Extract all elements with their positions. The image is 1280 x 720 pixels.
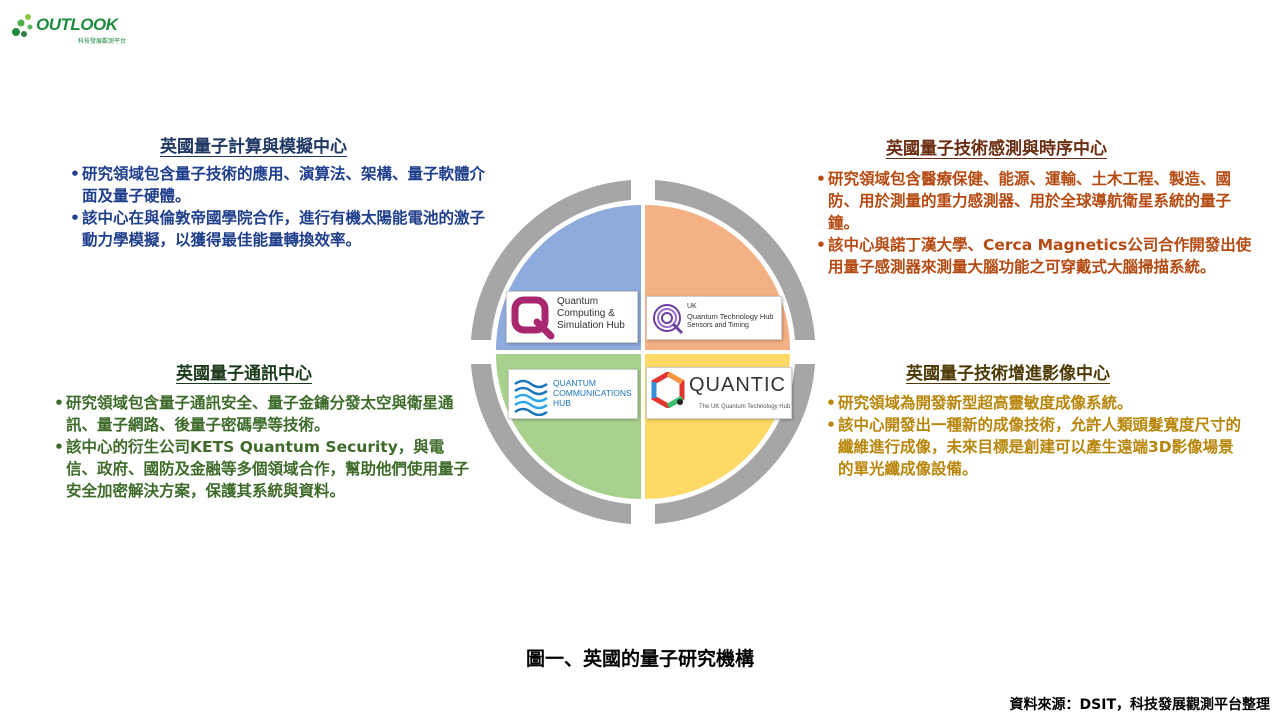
- sensing-hub-bullet-1: 研究領域包含醫療保健、能源、運輸、土木工程、製造、國防、用於測量的重力感測器、用…: [816, 168, 1256, 234]
- computing-hub-bullets: 研究領域包含量子技術的應用、演算法、架構、量子軟體介面及量子硬體。 該中心在與倫…: [70, 163, 490, 251]
- computing-hub-bullet-1: 研究領域包含量子技術的應用、演算法、架構、量子軟體介面及量子硬體。: [70, 163, 490, 207]
- communications-hub-title: 英國量子通訊中心: [176, 364, 312, 384]
- logo-subtitle: 科技發展觀測平台: [78, 38, 127, 45]
- computing-hub-title: 英國量子計算與模擬中心: [160, 137, 347, 157]
- computing-hub-bullet-2: 該中心在與倫敦帝國學院合作，進行有機太陽能電池的激子動力學模擬，以獲得最佳能量轉…: [70, 207, 490, 251]
- ring-arc-top-right: [655, 180, 815, 340]
- outlook-logo: OUTLOOK 科技發展觀測平台: [10, 8, 130, 45]
- communications-hub-bullet-2: 該中心的衍生公司KETS Quantum Security，與電信、政府、國防及…: [54, 436, 474, 502]
- sensing-hub-bullet-2: 該中心與諾丁漢大學、Cerca Magnetics公司合作開發出使用量子感測器來…: [816, 234, 1256, 278]
- wave-icon: [514, 379, 548, 416]
- figure-caption: 圖一、英國的量子研究機構: [525, 648, 754, 670]
- sensing-hub-logo-line-2: Quantum Technology Hub: [687, 312, 774, 321]
- imaging-hub-logo-tagline: The UK Quantum Technology Hub: [699, 404, 791, 410]
- computing-hub-logo-line-3: Simulation Hub: [557, 320, 625, 331]
- imaging-hub-logo-name: QUANTIC: [689, 374, 786, 396]
- q-letter-icon: [511, 296, 555, 340]
- quadrant-circle-diagram: [471, 180, 815, 524]
- source-note: 資料來源：DSIT，科技發展觀測平台整理: [1009, 697, 1270, 713]
- ring-arc-bottom-left: [471, 364, 631, 524]
- logo-wordmark: OUTLOOK: [36, 15, 118, 34]
- communications-hub-logo-line-2: COMMUNICATIONS: [553, 388, 632, 398]
- communications-hub-bullets: 研究領域包含量子通訊安全、量子金鑰分發太空與衛星通訊、量子網路、後量子密碼學等技…: [54, 392, 474, 502]
- imaging-hub-logo: QUANTIC The UK Quantum Technology Hub: [646, 367, 792, 419]
- imaging-hub-bullet-2: 該中心開發出一種新的成像技術，允許人類頭髮寬度尺寸的纖維進行成像，未來目標是創建…: [826, 414, 1246, 480]
- imaging-hub-bullets: 研究領域為開發新型超高靈敏度成像系統。 該中心開發出一種新的成像技術，允許人類頭…: [826, 392, 1246, 480]
- ring-arc-left: [471, 180, 631, 340]
- computing-hub-logo-line-1: Quantum: [557, 296, 599, 307]
- sensing-hub-logo-line-1: UK: [687, 303, 697, 310]
- imaging-hub-bullet-1: 研究領域為開發新型超高靈敏度成像系統。: [826, 392, 1246, 414]
- q-ring-icon: [653, 304, 684, 335]
- sensing-hub-title: 英國量子技術感測與時序中心: [886, 139, 1107, 159]
- communications-hub-logo-line-1: QUANTUM: [553, 378, 596, 388]
- communications-hub-bullet-1: 研究領域包含量子通訊安全、量子金鑰分發太空與衛星通訊、量子網路、後量子密碼學等技…: [54, 392, 474, 436]
- leaf-dots-icon: [12, 14, 33, 37]
- sensing-hub-logo-line-3: Sensors and Timing: [687, 322, 749, 329]
- computing-hub-logo: Quantum Computing & Simulation Hub: [506, 291, 638, 343]
- communications-hub-logo-line-3: HUB: [553, 398, 571, 408]
- ring-arc-right: [655, 364, 815, 524]
- computing-hub-logo-line-2: Computing &: [557, 308, 615, 319]
- sensing-hub-bullets: 研究領域包含醫療保健、能源、運輸、土木工程、製造、國防、用於測量的重力感測器、用…: [816, 168, 1256, 278]
- hexagon-icon: [651, 372, 685, 408]
- communications-hub-logo: QUANTUM COMMUNICATIONS HUB: [508, 369, 638, 419]
- imaging-hub-title: 英國量子技術增進影像中心: [906, 364, 1110, 384]
- sensing-hub-logo: UK Quantum Technology Hub Sensors and Ti…: [646, 296, 782, 340]
